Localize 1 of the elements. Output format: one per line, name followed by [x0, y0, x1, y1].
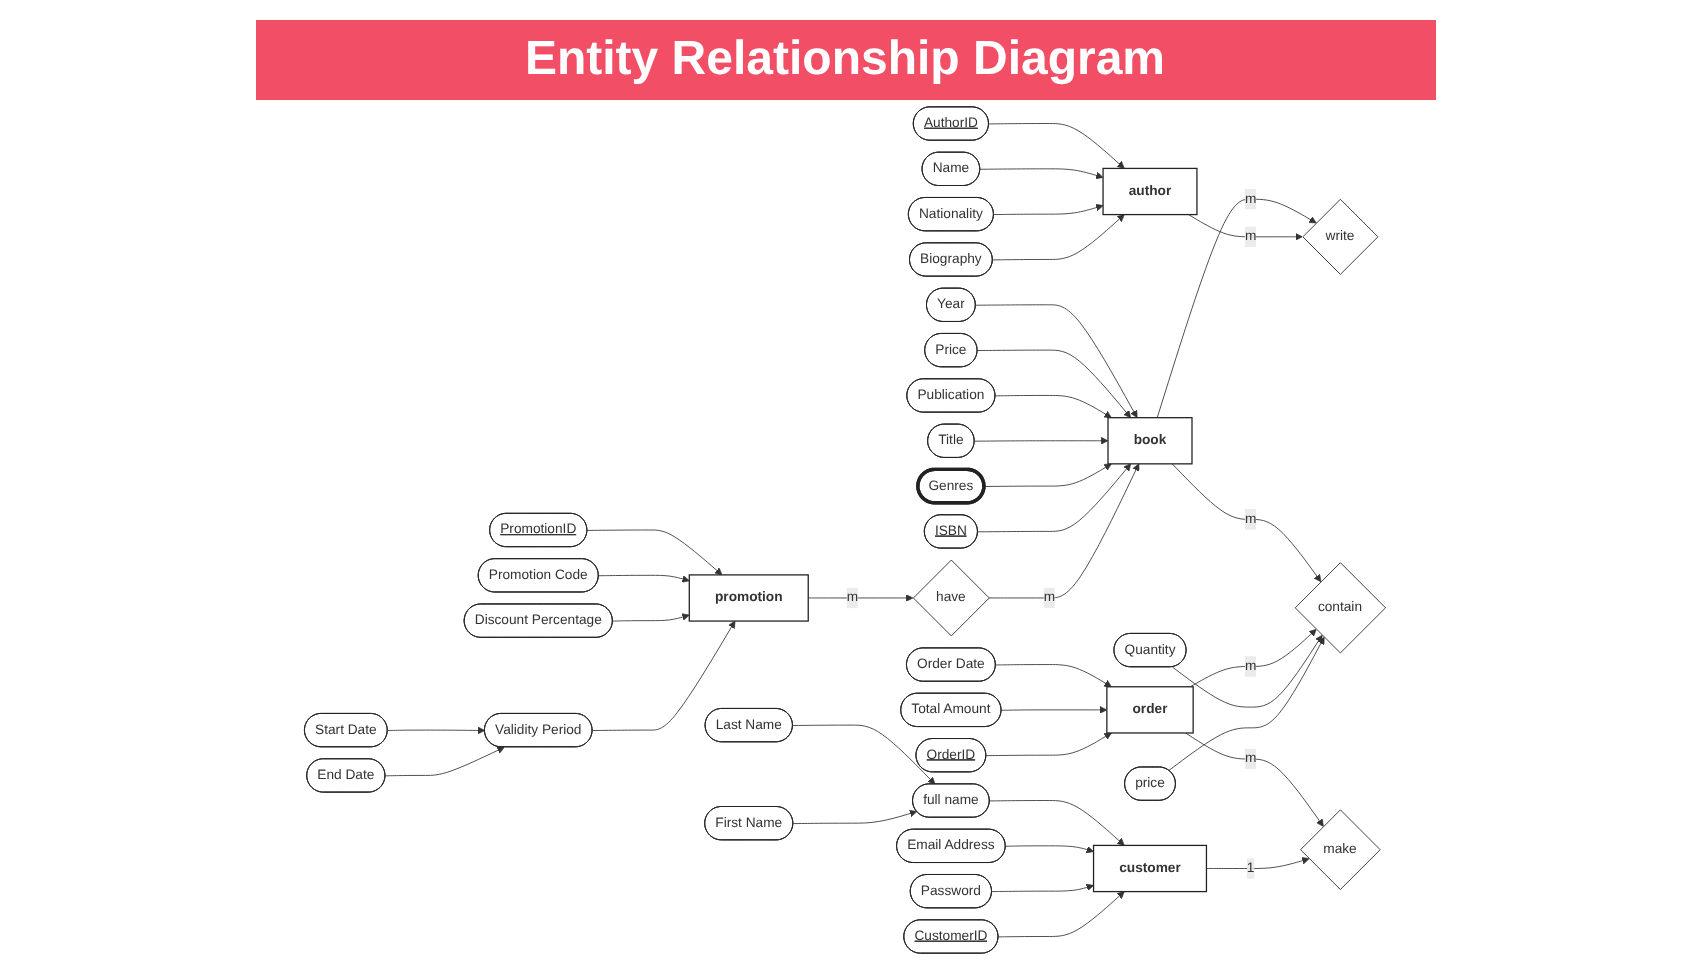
title-banner: Entity Relationship Diagram [255, 20, 1435, 100]
